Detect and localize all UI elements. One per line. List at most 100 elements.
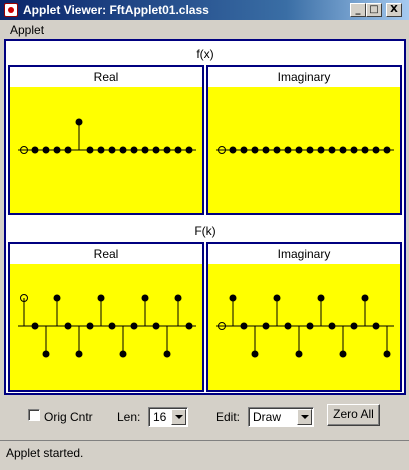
menu-bar: Applet [0, 20, 409, 39]
maximize-button[interactable]: □ [366, 3, 382, 17]
data-point [284, 322, 292, 330]
data-point [229, 146, 237, 154]
data-point [119, 146, 127, 154]
data-point [97, 146, 105, 154]
java-cup-icon [4, 3, 18, 17]
data-point [86, 146, 94, 154]
data-point [262, 146, 270, 154]
data-point [97, 294, 105, 302]
pane-title: Imaginary [208, 67, 400, 87]
data-point [350, 322, 358, 330]
data-point [141, 146, 149, 154]
data-point [317, 146, 325, 154]
zero-all-button[interactable]: Zero All [327, 404, 380, 426]
data-point [53, 146, 61, 154]
pane-title: Imaginary [208, 244, 400, 264]
data-point [185, 146, 193, 154]
data-point [306, 322, 314, 330]
len-value: 16 [153, 410, 167, 424]
window-title: Applet Viewer: FftApplet01.class [23, 3, 209, 17]
control-bar: Orig Cntr Len: 16 Edit: Draw Zero All [0, 397, 409, 437]
pane-title: Real [10, 67, 202, 87]
chevron-down-icon[interactable] [297, 409, 312, 425]
data-point [64, 322, 72, 330]
edit-label: Edit: [216, 410, 241, 424]
data-point [328, 146, 336, 154]
time-real-plot[interactable] [10, 87, 202, 213]
data-point [273, 294, 281, 302]
applet-panel: f(x) Real Imaginary F(k) Real Imaginary [4, 39, 406, 395]
data-point [361, 146, 369, 154]
data-point [262, 322, 270, 330]
data-point [75, 118, 83, 126]
origin-point [20, 146, 28, 154]
data-point [152, 146, 160, 154]
status-text: Applet started. [6, 446, 84, 460]
origin-point [20, 294, 28, 302]
data-point [295, 146, 303, 154]
data-point [163, 146, 171, 154]
len-label: Len: [117, 410, 141, 424]
data-point [251, 146, 259, 154]
freq-section-title: F(k) [194, 224, 216, 238]
data-point [339, 146, 347, 154]
data-point [229, 294, 237, 302]
time-real-pane[interactable]: Real [8, 65, 204, 215]
data-point [75, 350, 83, 358]
data-point [240, 322, 248, 330]
data-point [339, 350, 347, 358]
pane-title: Real [10, 244, 202, 264]
data-point [42, 146, 50, 154]
data-point [273, 146, 281, 154]
edit-value: Draw [253, 410, 282, 424]
data-point [53, 294, 61, 302]
minimize-button[interactable]: _ [350, 3, 366, 17]
data-point [328, 322, 336, 330]
origin-point [218, 146, 226, 154]
data-point [130, 146, 138, 154]
data-point [86, 322, 94, 330]
orig-cntr-checkbox[interactable] [28, 409, 40, 421]
orig-cntr-label: Orig Cntr [44, 410, 93, 424]
data-point [130, 322, 138, 330]
data-point [383, 146, 391, 154]
data-point [350, 146, 358, 154]
data-point [383, 350, 391, 358]
freq-imag-plot[interactable] [208, 264, 400, 390]
data-point [372, 322, 380, 330]
time-section-title: f(x) [196, 47, 214, 61]
data-point [42, 350, 50, 358]
freq-real-plot[interactable] [10, 264, 202, 390]
freq-real-pane[interactable]: Real [8, 242, 204, 392]
freq-imag-pane[interactable]: Imaginary [206, 242, 402, 392]
status-bar: Applet started. [0, 440, 409, 470]
time-imag-pane[interactable]: Imaginary [206, 65, 402, 215]
data-point [64, 146, 72, 154]
title-bar: Applet Viewer: FftApplet01.class _ □ X [0, 0, 409, 20]
edit-select[interactable]: Draw [248, 407, 314, 427]
data-point [185, 322, 193, 330]
data-point [251, 350, 259, 358]
data-point [372, 146, 380, 154]
time-imag-plot[interactable] [208, 87, 400, 213]
data-point [163, 350, 171, 358]
chevron-down-icon[interactable] [171, 409, 186, 425]
data-point [119, 350, 127, 358]
data-point [31, 322, 39, 330]
data-point [174, 294, 182, 302]
data-point [317, 294, 325, 302]
data-point [141, 294, 149, 302]
data-point [108, 146, 116, 154]
data-point [31, 146, 39, 154]
data-point [108, 322, 116, 330]
data-point [284, 146, 292, 154]
data-point [240, 146, 248, 154]
data-point [306, 146, 314, 154]
len-select[interactable]: 16 [148, 407, 188, 427]
menu-applet[interactable]: Applet [10, 23, 45, 37]
data-point [174, 146, 182, 154]
data-point [152, 322, 160, 330]
close-button[interactable]: X [386, 3, 402, 17]
data-point [295, 350, 303, 358]
data-point [361, 294, 369, 302]
